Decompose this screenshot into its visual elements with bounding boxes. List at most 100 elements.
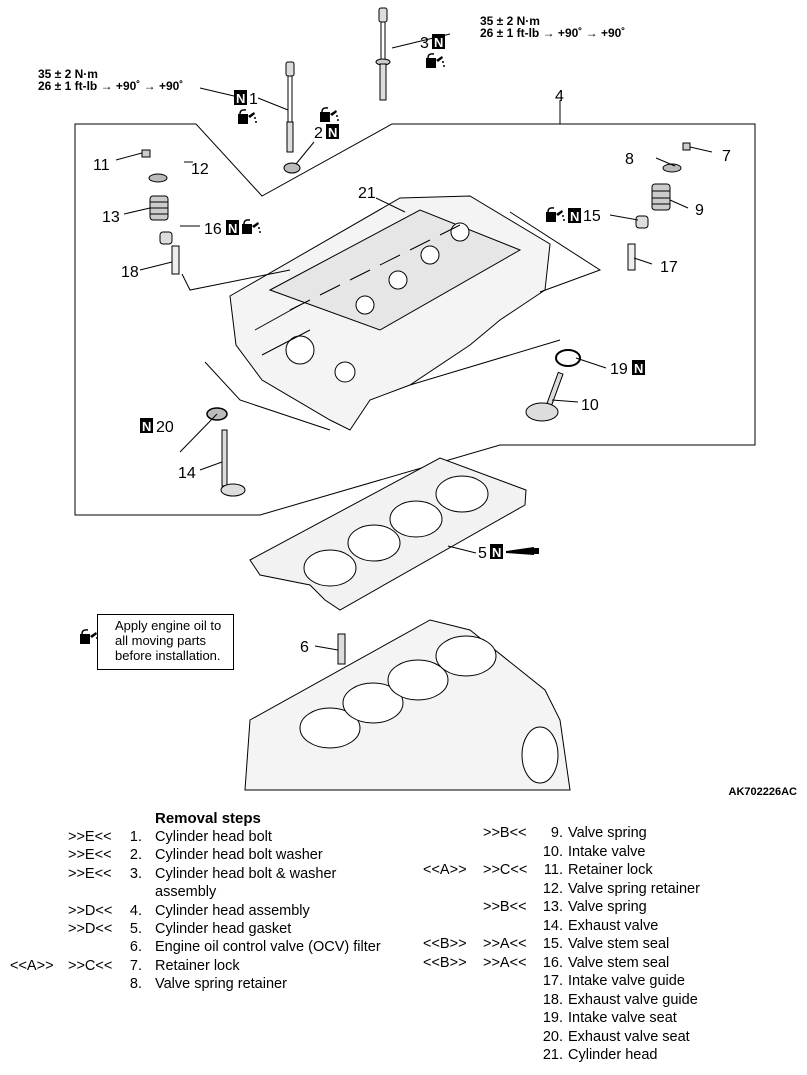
callout-4: 4 [555, 88, 564, 105]
n-mark-2: N [326, 124, 339, 140]
step-number: 13. [542, 899, 563, 915]
step-mark-a: <<A>> [10, 957, 54, 974]
callout-10: 10 [581, 397, 599, 414]
step-number: 5. [129, 921, 142, 937]
svg-text:N: N [434, 35, 443, 50]
step-mark-a: <<B>> [423, 936, 467, 952]
svg-text:N: N [492, 545, 501, 560]
exploded-view-diagram: 35 ± 2 N·m 26 ± 1 ft-lb → +90˚ → +90˚ 35… [38, 7, 756, 791]
n-mark-20: N [140, 418, 153, 434]
callout-5: 5 [478, 545, 487, 562]
oil-can-icon [319, 107, 340, 123]
step-text: Exhaust valve [568, 917, 659, 934]
step-text: Cylinder head [568, 1047, 658, 1063]
leader-lines [115, 33, 713, 651]
step-text: Cylinder head bolt [155, 829, 272, 845]
step-mark-b: >>B<< [483, 899, 527, 915]
step-number: 9. [550, 825, 563, 841]
cylinder-head-21 [229, 195, 551, 431]
step-text: Cylinder head gasket [155, 921, 292, 937]
sealant-tube-icon [506, 547, 539, 555]
step-number: 1. [129, 829, 142, 845]
n-mark-15: N [568, 208, 581, 224]
spring-retainer-8 [662, 163, 682, 173]
step-text: Retainer lock [568, 862, 653, 878]
step-mark-b: >>E<< [68, 865, 112, 882]
step-number: 10. [542, 843, 563, 860]
callout-14: 14 [178, 465, 196, 482]
svg-text:N: N [328, 125, 337, 140]
step-mark-b: >>A<< [483, 936, 527, 952]
step-text: Valve spring retainer [155, 976, 287, 993]
callout-19: 19 [610, 361, 628, 378]
removal-steps-title: Removal steps [155, 810, 261, 827]
torque-bolt3-line1: 35 ± 2 N·m [480, 14, 540, 28]
step-mark-b: >>A<< [483, 954, 527, 971]
svg-text:N: N [236, 91, 245, 106]
callout-18: 18 [121, 264, 139, 281]
intake-valve-10 [525, 371, 564, 422]
assembly-frame [74, 123, 756, 516]
step-mark-b: >>E<< [68, 847, 112, 864]
n-mark-5: N [490, 544, 503, 560]
spring-retainer-12 [148, 173, 168, 183]
valve-spring-13 [149, 195, 169, 221]
oil-can-icon [545, 207, 566, 223]
step-text: Intake valve seat [568, 1010, 677, 1026]
step-number: 14. [542, 917, 563, 934]
callout-16: 16 [204, 221, 222, 238]
step-number: 15. [542, 936, 563, 952]
step-number: 2. [129, 847, 142, 864]
callout-21: 21 [358, 185, 376, 202]
step-text: assembly [155, 884, 217, 901]
callout-11: 11 [93, 157, 110, 174]
step-mark-b: >>D<< [68, 902, 113, 919]
step-text: Retainer lock [155, 957, 240, 974]
step-text: Intake valve [568, 843, 646, 860]
svg-text:N: N [142, 419, 151, 434]
step-text: Valve stem seal [568, 936, 670, 952]
step-number: 6. [129, 939, 142, 956]
note-box: Apply engine oil to all moving parts bef… [97, 614, 234, 670]
valve-guide-17 [627, 243, 636, 271]
step-mark-a: <<A>> [423, 862, 467, 878]
bolt-1 [285, 61, 295, 153]
bolt-3 [375, 7, 391, 101]
step-text: Cylinder head bolt & washer [155, 865, 337, 882]
callout-1: 1 [249, 91, 258, 108]
step-text: Exhaust valve guide [568, 991, 698, 1008]
step-mark-b: >>D<< [68, 921, 113, 937]
callout-7: 7 [722, 148, 731, 165]
intake-valve-seat-19 [555, 349, 581, 367]
washer-2 [283, 162, 301, 174]
step-text: Intake valve guide [568, 973, 685, 989]
exhaust-valve-14 [220, 429, 246, 497]
svg-text:N: N [570, 209, 579, 224]
retainer-lock-7 [682, 142, 691, 151]
stem-seal-15 [635, 215, 649, 229]
n-mark-1: N [234, 90, 247, 106]
step-number: 17. [542, 973, 563, 989]
oil-can-icon [237, 109, 258, 125]
callout-15: 15 [583, 208, 601, 225]
step-number: 7. [129, 957, 142, 974]
svg-text:N: N [228, 221, 237, 236]
step-text: Valve spring retainer [568, 880, 700, 897]
n-mark-3: N [432, 34, 445, 50]
ocv-filter-6 [337, 633, 346, 665]
step-number: 18. [542, 991, 563, 1008]
step-text: Engine oil control valve (OCV) filter [155, 939, 381, 956]
head-gasket-5 [249, 457, 527, 611]
callout-17: 17 [660, 259, 678, 276]
step-number: 4. [129, 902, 142, 919]
svg-text:N: N [634, 361, 643, 376]
step-text: Valve stem seal [568, 954, 670, 971]
callout-9: 9 [695, 202, 704, 219]
step-number: 12. [542, 880, 563, 897]
retainer-lock-11 [141, 149, 151, 158]
step-text: Cylinder head assembly [155, 902, 310, 919]
step-mark-b: >>E<< [68, 829, 112, 845]
step-text: Valve spring [568, 899, 647, 915]
n-mark-19: N [632, 360, 645, 376]
step-text: Cylinder head bolt washer [155, 847, 323, 864]
